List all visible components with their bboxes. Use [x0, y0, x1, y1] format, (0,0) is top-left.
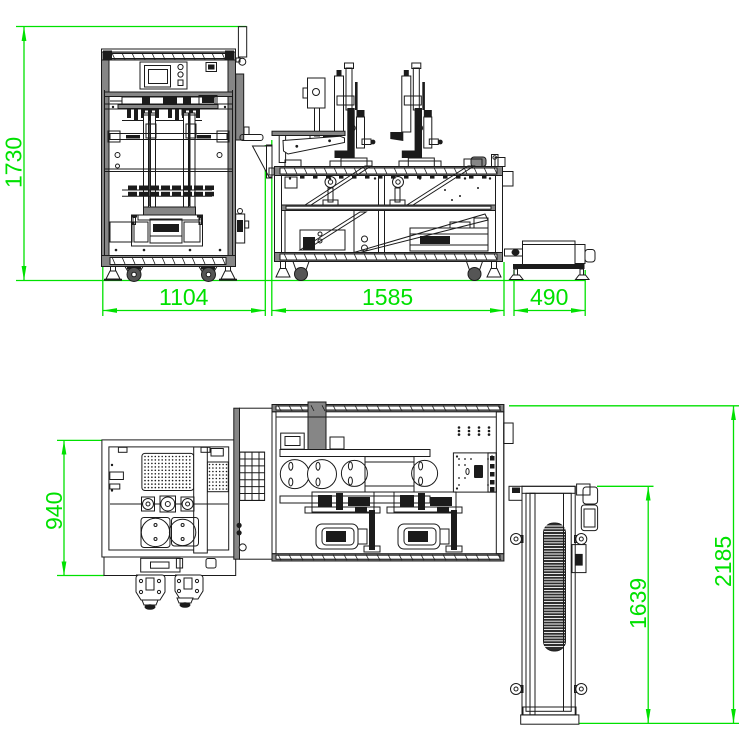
svg-text:1639: 1639	[625, 578, 651, 629]
svg-text:940: 940	[41, 492, 67, 530]
svg-text:1585: 1585	[362, 284, 413, 310]
svg-text:490: 490	[530, 284, 568, 310]
svg-text:1104: 1104	[159, 284, 209, 310]
svg-text:2185: 2185	[710, 536, 736, 587]
svg-text:1730: 1730	[1, 137, 27, 188]
